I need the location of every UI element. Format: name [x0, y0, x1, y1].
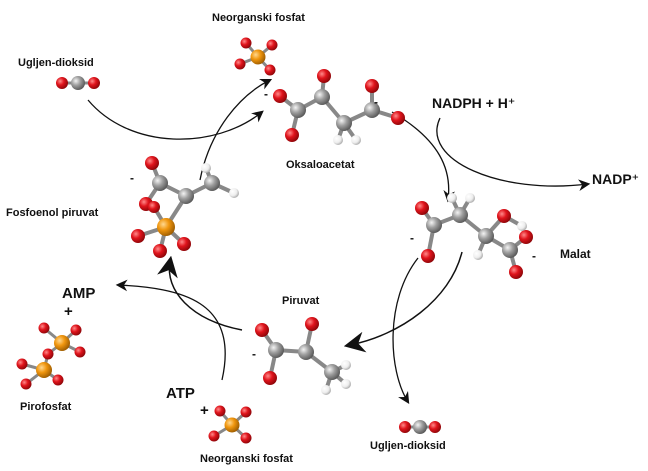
phosphate-molecule-top — [234, 37, 278, 76]
label-amp: AMP — [62, 285, 96, 302]
charge-sign-malate-right: - — [532, 249, 536, 263]
arrow-co2-to-oxaloacetate — [87, 99, 264, 140]
label-malate: Malat — [560, 247, 591, 261]
pyrophosphate-molecule — [16, 322, 86, 390]
label-atp: ATP — [166, 385, 195, 402]
label-co2-top: Ugljen-dioksid — [18, 57, 94, 69]
oxaloacetate-molecule — [273, 69, 405, 145]
arrow-nadph-to-nadp — [436, 117, 591, 191]
charge-sign-pyruvate: - — [252, 347, 256, 361]
label-nadp: NADP⁺ — [592, 171, 640, 187]
arrow-malate-to-co2 — [392, 257, 419, 404]
phosphate-molecule-bottom — [208, 405, 252, 444]
malate-molecule — [415, 193, 533, 279]
label-inorganic-phosphate-top: Neorganski fosfat — [212, 12, 305, 24]
label-inorganic-phosphate-bottom: Neorganski fosfat — [200, 453, 293, 465]
phosphoenolpyruvate-molecule — [131, 156, 239, 258]
label-co2-bottom: Ugljen-dioksid — [370, 440, 446, 452]
co2-molecule-bottom — [399, 420, 441, 434]
label-atp-plus: + — [200, 402, 209, 419]
arrow-atp-to-amp — [115, 279, 226, 381]
label-oxaloacetate: Oksaloacetat — [286, 159, 355, 171]
label-nadph: NADPH + H⁺ — [432, 95, 516, 111]
charge-sign-oxaloacetate-right: - — [374, 95, 378, 109]
co2-molecule-top — [56, 76, 100, 90]
label-pyrophosphate: Pirofosfat — [20, 401, 72, 413]
charge-sign-malate-left: - — [410, 231, 414, 245]
arrow-malate-to-pyruvate — [343, 251, 463, 353]
arrow-pyruvate-to-pep — [157, 255, 243, 331]
arrow-pep-to-pi — [199, 78, 273, 181]
label-amp-plus: + — [64, 303, 73, 320]
charge-sign-oxaloacetate-left: - — [264, 87, 268, 101]
charge-sign-pep: - — [130, 171, 134, 185]
label-phosphoenolpyruvate: Fosfoenol piruvat — [6, 207, 99, 219]
arrow-oxaloacetate-to-malate — [391, 111, 456, 203]
pyruvate-molecule — [255, 317, 351, 395]
label-pyruvate: Piruvat — [282, 295, 320, 307]
